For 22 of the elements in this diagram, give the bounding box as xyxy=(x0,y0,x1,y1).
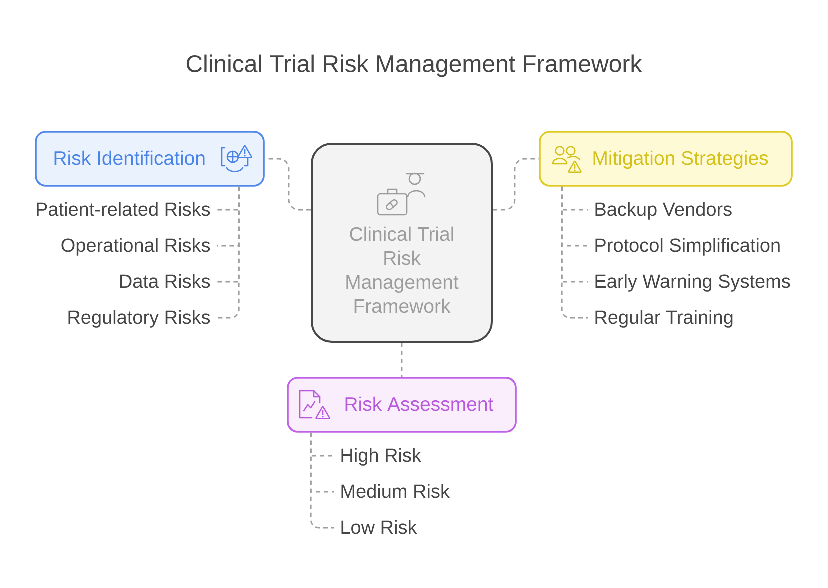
item-label: Medium Risk xyxy=(342,484,450,498)
item-label: Low Risk xyxy=(342,520,418,534)
connector xyxy=(493,158,540,211)
item-label: Operational Risks xyxy=(62,238,210,256)
framework-box: Clinical Trial Risk Management Framework xyxy=(311,143,493,343)
branch-line xyxy=(217,186,240,319)
category-box: Risk Assessment xyxy=(287,377,517,433)
connector xyxy=(264,158,311,211)
item-label: Protocol Simplification xyxy=(596,238,780,256)
item-label: Regular Training xyxy=(596,310,733,328)
category-box: Risk Identification xyxy=(35,131,265,187)
branch-line xyxy=(561,186,588,319)
item-label: Regulatory Risks xyxy=(68,310,210,328)
item-label: High Risk xyxy=(342,448,422,466)
item-label: Data Risks xyxy=(120,274,210,288)
branch-line xyxy=(310,432,334,529)
item-label: Early Warning Systems xyxy=(596,274,790,292)
item-label: Patient-related Risks xyxy=(37,202,210,216)
title: Clinical Trial Risk Management Framework xyxy=(186,54,642,78)
category-box: Mitigation Strategies xyxy=(539,131,793,187)
connector xyxy=(401,343,403,378)
item-label: Backup Vendors xyxy=(596,202,732,220)
